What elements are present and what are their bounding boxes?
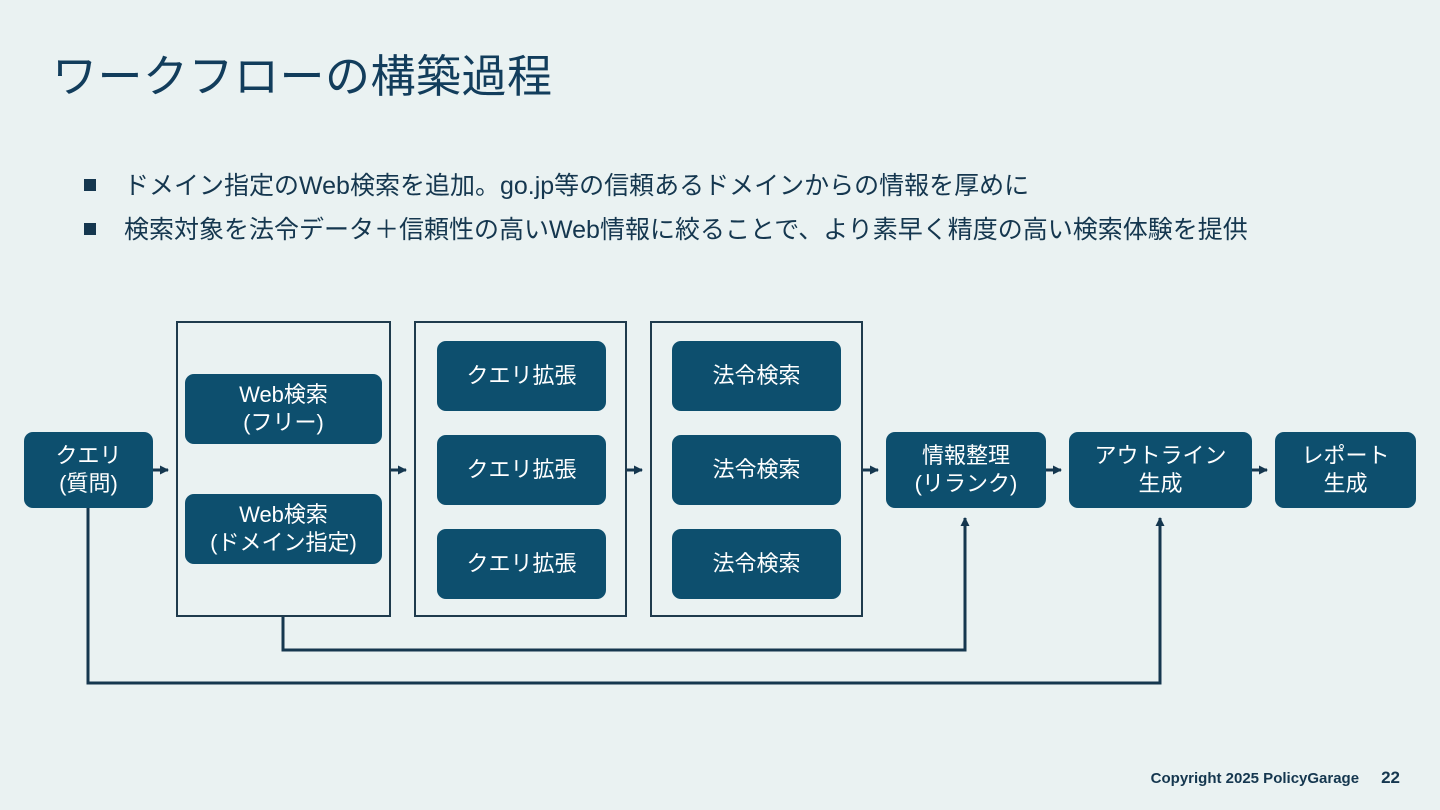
copyright-text: Copyright 2025 PolicyGarage xyxy=(1150,770,1360,787)
node-query-expansion-1-label: クエリ拡張 xyxy=(466,363,577,388)
node-query-expansion-3-label: クエリ拡張 xyxy=(466,551,577,576)
node-web-search-free-line1: Web検索 xyxy=(239,382,328,407)
page-number: 22 xyxy=(1381,768,1400,787)
node-law-search-1-label: 法令検索 xyxy=(712,363,801,388)
square-bullet-icon xyxy=(84,223,96,235)
node-law-search-1[interactable]: 法令検索 xyxy=(672,341,841,411)
node-query-line1: クエリ xyxy=(55,443,122,468)
node-query-expansion-2[interactable]: クエリ拡張 xyxy=(437,435,606,505)
node-report-generation-line2: 生成 xyxy=(1323,471,1368,496)
bullet-text: 検索対象を法令データ＋信頼性の高いWeb情報に絞ることで、より素早く精度の高い検… xyxy=(124,216,1248,244)
node-law-search-3[interactable]: 法令検索 xyxy=(672,529,841,599)
page-title: ワークフローの構築過程 xyxy=(52,51,553,102)
square-bullet-icon xyxy=(84,179,96,191)
node-web-search-free[interactable]: Web検索 (フリー) xyxy=(185,374,382,444)
node-query-line2: (質問) xyxy=(59,471,118,496)
slide-footer: Copyright 2025 PolicyGarage 22 xyxy=(1151,768,1400,788)
group-query-expansion xyxy=(414,321,627,617)
node-query-expansion-1[interactable]: クエリ拡張 xyxy=(437,341,606,411)
bullet-item: ドメイン指定のWeb検索を追加。go.jp等の信頼あるドメインからの情報を厚めに xyxy=(84,170,1414,202)
node-law-search-2[interactable]: 法令検索 xyxy=(672,435,841,505)
node-query[interactable]: クエリ (質問) xyxy=(24,432,153,508)
group-law-search xyxy=(650,321,863,617)
node-query-expansion-2-label: クエリ拡張 xyxy=(466,457,577,482)
node-web-search-domain[interactable]: Web検索 (ドメイン指定) xyxy=(185,494,382,564)
node-rerank-line1: 情報整理 xyxy=(921,443,1010,468)
node-law-search-3-label: 法令検索 xyxy=(712,551,801,576)
node-outline-generation-line1: アウトライン xyxy=(1094,443,1227,468)
node-web-search-domain-line2: (ドメイン指定) xyxy=(210,530,357,555)
bullet-text: ドメイン指定のWeb検索を追加。go.jp等の信頼あるドメインからの情報を厚めに xyxy=(124,172,1030,200)
node-rerank[interactable]: 情報整理 (リランク) xyxy=(886,432,1046,508)
group-web-search xyxy=(176,321,391,617)
node-query-expansion-3[interactable]: クエリ拡張 xyxy=(437,529,606,599)
node-report-generation-line1: レポート xyxy=(1301,443,1390,468)
node-rerank-line2: (リランク) xyxy=(914,471,1018,496)
node-report-generation[interactable]: レポート 生成 xyxy=(1275,432,1416,508)
bullet-list: ドメイン指定のWeb検索を追加。go.jp等の信頼あるドメインからの情報を厚めに… xyxy=(84,170,1414,258)
node-law-search-2-label: 法令検索 xyxy=(712,457,801,482)
node-web-search-free-line2: (フリー) xyxy=(243,410,324,435)
node-outline-generation[interactable]: アウトライン 生成 xyxy=(1069,432,1252,508)
node-outline-generation-line2: 生成 xyxy=(1138,471,1183,496)
bullet-item: 検索対象を法令データ＋信頼性の高いWeb情報に絞ることで、より素早く精度の高い検… xyxy=(84,214,1414,246)
node-web-search-domain-line1: Web検索 xyxy=(239,502,328,527)
